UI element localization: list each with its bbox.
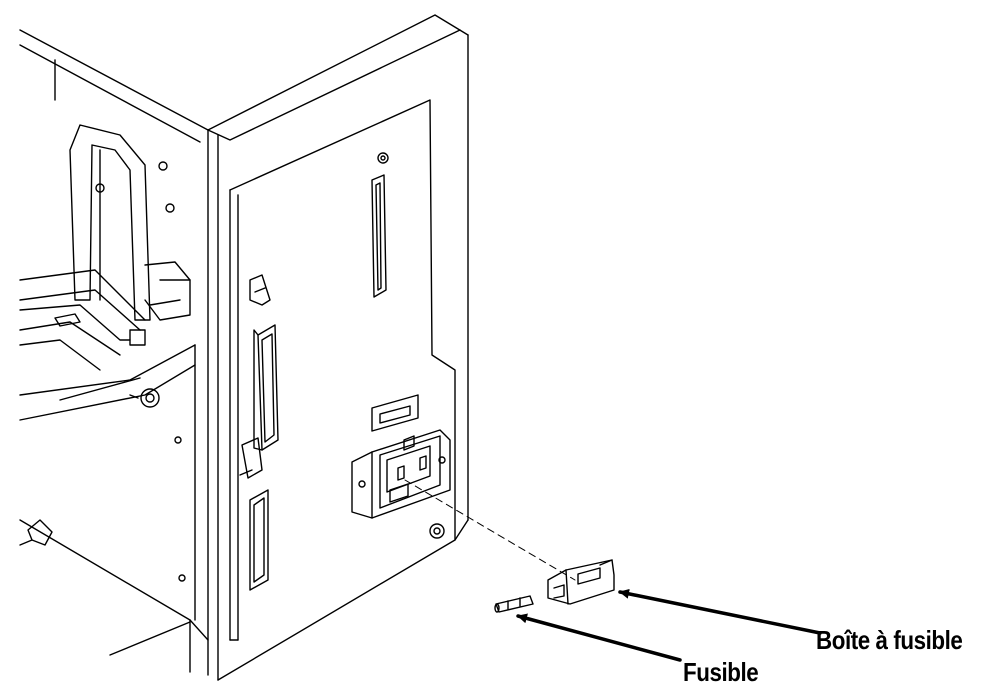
rear-panel (229, 99, 456, 641)
power-inlet (351, 429, 451, 519)
fuse-box-label: Boîte à fusible (816, 625, 963, 655)
fuse-drawing (494, 595, 534, 613)
fuse-arrow (516, 613, 682, 662)
rear-slot (371, 152, 389, 298)
insertion-guide-line (404, 479, 576, 581)
fuse-label: Fusible (683, 657, 759, 687)
fuse-box-arrow (618, 588, 822, 635)
fuse-box-drawing (547, 559, 615, 605)
printer-chassis (19, 14, 469, 681)
power-switch (371, 394, 419, 432)
mounting-screw (429, 523, 445, 539)
serial-port (239, 437, 269, 591)
left-side-panel (19, 124, 196, 621)
parallel-port (249, 274, 279, 451)
